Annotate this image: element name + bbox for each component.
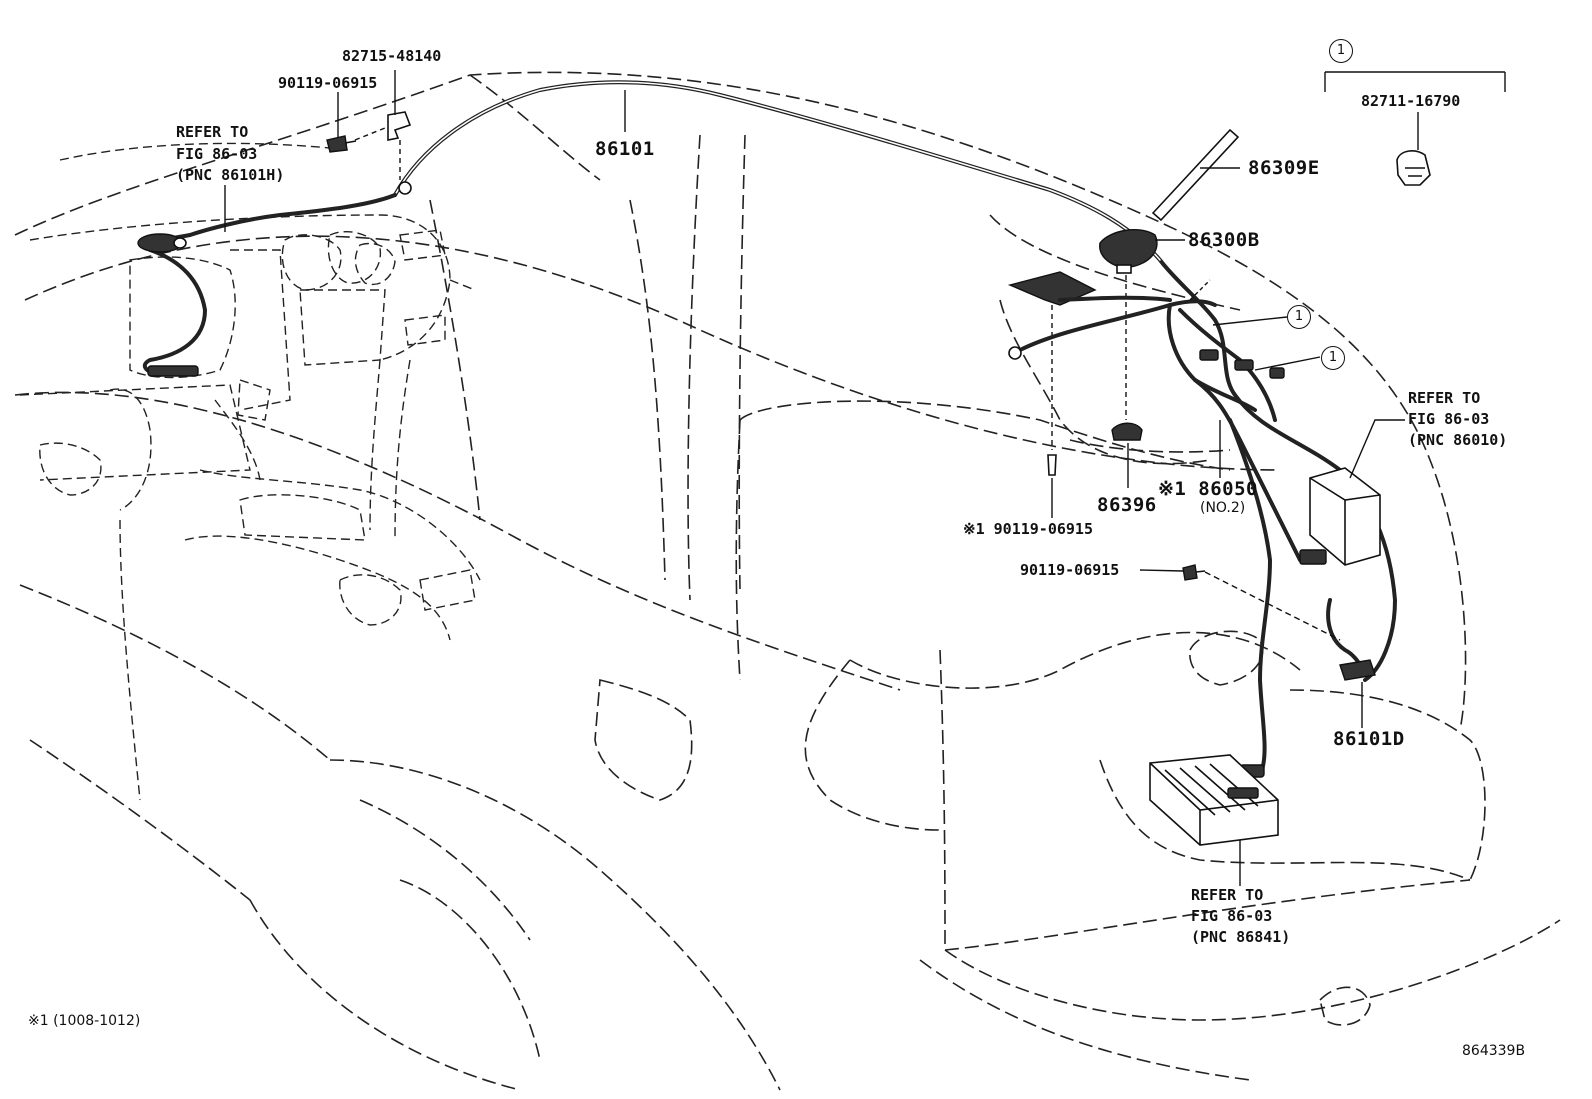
wiring-harness xyxy=(1008,279,1376,778)
label-86300B: 86300B xyxy=(1188,229,1260,251)
antenna-rod xyxy=(1151,128,1240,222)
label-refer-right-1: REFER TO xyxy=(1408,389,1481,407)
screw-lower xyxy=(1182,564,1341,641)
amplifier-module xyxy=(1007,271,1097,476)
label-90119-06915-low: 90119-06915 xyxy=(1020,561,1120,579)
cd-changer xyxy=(1149,754,1279,846)
label-86050-sub: (NO.2) xyxy=(1200,500,1246,516)
callout-circle-top: 1 xyxy=(1329,39,1353,63)
label-86396: 86396 xyxy=(1097,494,1157,516)
label-82715-48140: 82715-48140 xyxy=(342,47,442,65)
figure-id: 864339B xyxy=(1462,1043,1526,1059)
label-90119-06915-top: 90119-06915 xyxy=(278,74,378,92)
clip-82715 xyxy=(326,111,412,180)
antenna-cable-86101 xyxy=(393,80,1398,682)
label-refer-left-3: (PNC 86101H) xyxy=(176,166,285,184)
footnote: ※1 (1008-1012) xyxy=(28,1013,141,1029)
label-90119-06915-mid: ※1 90119-06915 xyxy=(963,520,1093,538)
callout-circle-a: 1 xyxy=(1287,305,1311,329)
label-refer-right-2: FIG 86-03 xyxy=(1408,410,1490,428)
label-refer-bottom-1: REFER TO xyxy=(1191,886,1264,904)
label-refer-left-2: FIG 86-03 xyxy=(176,145,258,163)
leader-lines xyxy=(224,70,1506,886)
module-box xyxy=(1309,467,1381,566)
grommet-86396 xyxy=(1111,422,1143,441)
vehicle-body-outline xyxy=(14,71,1561,1091)
label-86101D: 86101D xyxy=(1333,728,1405,750)
label-86050: ※1 86050 xyxy=(1158,478,1258,500)
label-refer-bottom-3: (PNC 86841) xyxy=(1191,928,1291,946)
front-antenna-cable xyxy=(137,181,412,377)
cabin-interior xyxy=(19,142,481,801)
label-82711-16790: 82711-16790 xyxy=(1361,92,1461,110)
label-refer-bottom-2: FIG 86-03 xyxy=(1191,907,1273,925)
callout-circle-b: 1 xyxy=(1321,346,1345,370)
label-refer-right-3: (PNC 86010) xyxy=(1408,431,1508,449)
label-refer-left-1: REFER TO xyxy=(176,123,249,141)
antenna-base xyxy=(1099,229,1158,420)
clip-82711 xyxy=(1396,150,1431,186)
label-86101: 86101 xyxy=(595,138,655,160)
label-86309E: 86309E xyxy=(1248,157,1320,179)
